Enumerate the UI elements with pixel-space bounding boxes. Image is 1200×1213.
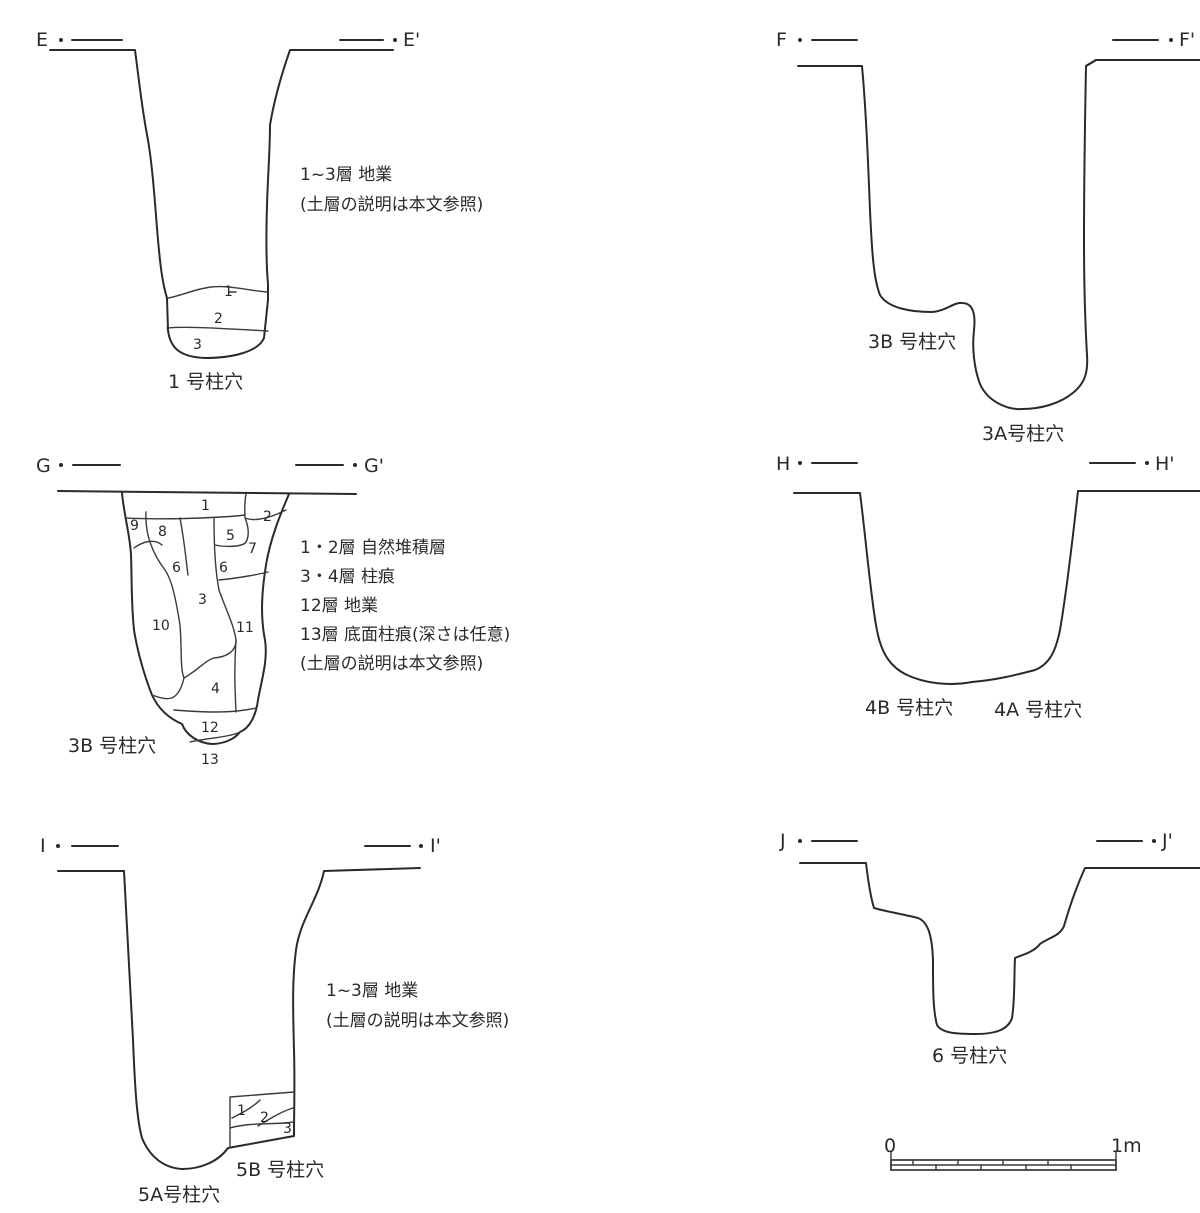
section-j-end-point [1152, 839, 1156, 843]
section-e-start-point [59, 38, 63, 42]
pit-3b-layer-7: 7 [248, 541, 257, 557]
scale-bar-start-label: 0 [884, 1135, 896, 1157]
pit-3b-layer-5: 5 [226, 528, 235, 544]
pit-3b-layer-4: 4 [211, 681, 220, 697]
pit-5-profile [57, 867, 421, 1170]
section-f-end-label: F' [1179, 29, 1195, 51]
section-f-caption-3b: 3B 号柱穴 [868, 331, 956, 353]
section-f-start-point [798, 38, 802, 42]
section-e-note-1: 1~3層 地業 [300, 165, 392, 185]
pit-3b-line-3 [179, 517, 189, 576]
pit-3b-layer-6a: 6 [172, 560, 181, 576]
pit-3b-layer-13: 13 [201, 752, 219, 768]
section-g-note-3: 12層 地業 [300, 596, 378, 616]
section-g-note-2: 3・4層 柱痕 [300, 567, 395, 587]
pit-3b-layer-11: 11 [236, 620, 254, 636]
pit-3b-line-4 [213, 517, 237, 713]
section-j-end-label: J' [1161, 830, 1173, 852]
pit-3b-line-9 [151, 677, 185, 700]
pit-3b-ground-line [57, 490, 357, 495]
section-i: I I' 1 2 3 1~3層 地業 (土層の説明は本文参照) 5A号柱穴 5B… [40, 835, 509, 1206]
section-f-end-point [1169, 38, 1173, 42]
section-g-end-point [353, 463, 357, 467]
pit-3-edge-step [1085, 59, 1097, 67]
section-i-start-point [56, 844, 60, 848]
pit-1-layer-2: 2 [214, 311, 223, 327]
section-h-start-label: H [776, 453, 790, 475]
pit-3b-profile [121, 492, 290, 745]
pit-3b-line-10 [173, 707, 257, 713]
pit-1-layer-line-1 [167, 285, 269, 299]
pit-6-profile [799, 862, 1200, 1035]
section-g: G G' 1 2 3 4 5 6 6 7 8 9 10 11 12 13 1・2… [36, 455, 510, 768]
section-i-note-1: 1~3層 地業 [326, 981, 418, 1001]
section-h: H H' 4B 号柱穴 4A 号柱穴 [776, 453, 1200, 721]
section-f-start-label: F [776, 29, 787, 51]
pit-5b-layer-3: 3 [283, 1121, 292, 1137]
section-j-start-point [798, 839, 802, 843]
section-h-caption-4a: 4A 号柱穴 [994, 699, 1082, 721]
section-i-note-2: (土層の説明は本文参照) [326, 1011, 509, 1031]
pit-3b-layer-8: 8 [158, 524, 167, 540]
section-i-start-label: I [40, 835, 46, 857]
pit-4-profile [793, 490, 1200, 685]
pit-1-profile [49, 49, 394, 359]
pit-5b-layer-2: 2 [260, 1110, 269, 1126]
section-g-start-point [59, 463, 63, 467]
pit-5b-layer-1: 1 [237, 1103, 246, 1119]
pit-5b-layer-line-1 [231, 1099, 261, 1119]
section-j-start-label: J [779, 830, 786, 852]
section-h-start-point [798, 461, 802, 465]
pit-3b-layer-12: 12 [201, 720, 219, 736]
pit-5b-layer-line-2 [257, 1107, 294, 1127]
pit-3b-layer-2: 2 [263, 509, 272, 525]
pit-1-layer-line-2 [166, 326, 269, 332]
pit-3b-layer-10: 10 [152, 618, 170, 634]
scale-bar-end-label: 1m [1111, 1135, 1142, 1157]
pit-3b-line-6 [214, 517, 249, 548]
pit-3b-line-8 [133, 540, 163, 549]
section-j: J J' 6 号柱穴 [779, 830, 1200, 1067]
pit-3b-line-11 [189, 732, 239, 743]
pit-3-profile [797, 59, 1200, 411]
pit-3b-line-2 [145, 511, 237, 679]
section-e-end-label: E' [403, 29, 420, 51]
section-e-start-label: E [36, 29, 48, 51]
section-f: F F' 3B 号柱穴 3A号柱穴 [776, 29, 1200, 445]
section-g-caption: 3B 号柱穴 [68, 735, 156, 757]
section-f-caption-3a: 3A号柱穴 [982, 423, 1064, 445]
section-i-caption-5a: 5A号柱穴 [138, 1184, 220, 1206]
pit-1-layer-1: 1 [224, 284, 233, 300]
section-e-note-2: (土層の説明は本文参照) [300, 195, 483, 215]
section-e-end-point [393, 38, 397, 42]
section-h-end-point [1145, 461, 1149, 465]
pit-1-layer-3: 3 [193, 337, 202, 353]
section-h-end-label: H' [1155, 453, 1175, 475]
section-h-caption-4b: 4B 号柱穴 [865, 697, 953, 719]
scale-bar: 0 1m [884, 1135, 1142, 1171]
pit-3b-layer-3: 3 [198, 592, 207, 608]
section-g-note-1: 1・2層 自然堆積層 [300, 538, 446, 558]
section-i-end-label: I' [430, 835, 441, 857]
section-e-caption: 1 号柱穴 [168, 371, 243, 393]
pit-3b-layer-6b: 6 [219, 560, 228, 576]
section-j-caption: 6 号柱穴 [932, 1045, 1007, 1067]
section-g-end-label: G' [364, 455, 384, 477]
section-g-note-5: (土層の説明は本文参照) [300, 654, 483, 674]
section-e: E E' 1 2 3 1~3層 地業 (土層の説明は本文参照) 1 号柱穴 [36, 29, 483, 393]
pit-3b-layer-1: 1 [201, 498, 210, 514]
pit-3b-line-7 [218, 571, 269, 581]
section-i-caption-5b: 5B 号柱穴 [236, 1159, 324, 1181]
section-g-start-label: G [36, 455, 51, 477]
section-i-end-point [419, 844, 423, 848]
pit-3b-layer-9: 9 [130, 518, 139, 534]
pit-3b-line-1 [124, 514, 246, 520]
section-g-note-4: 13層 底面柱痕(深さは任意) [300, 625, 510, 645]
